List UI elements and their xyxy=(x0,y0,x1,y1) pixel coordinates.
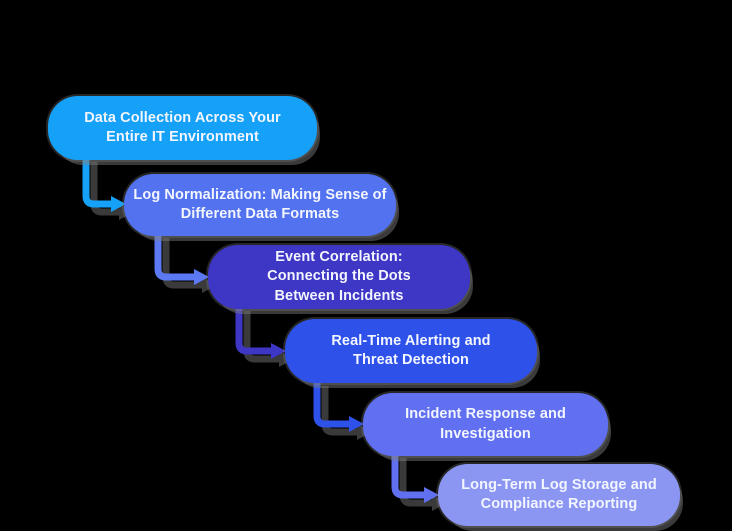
connector-1-elbow-arrow xyxy=(82,154,126,212)
step-label-line: Connecting the Dots xyxy=(267,268,411,285)
connector-3-arrowhead-icon xyxy=(271,343,286,359)
step-box-event-correlation: Event Correlation: Connecting the Dots B… xyxy=(208,245,470,309)
step-label-line: Incident Response and xyxy=(405,406,566,422)
connector-3-elbow-arrow xyxy=(235,303,286,359)
step-box-log-normalization: Log Normalization: Making Sense of Diffe… xyxy=(124,174,396,236)
step-label-line: Threat Detection xyxy=(352,352,469,368)
connector-3-line xyxy=(235,303,272,355)
connector-2-line xyxy=(154,230,195,281)
step-label-line: Log Normalization: Making Sense of xyxy=(133,186,387,203)
step-label-line: Entire IT Environment xyxy=(106,129,259,145)
connector-2-arrowhead-icon xyxy=(194,269,209,285)
step-label-line: Different Data Formats xyxy=(180,206,340,222)
connector-5-arrowhead-icon xyxy=(424,487,439,503)
step-box-real-time-alerting: Real-Time Alerting and Threat Detection xyxy=(285,319,537,383)
step-box-long-term-storage: Long-Term Log Storage and Compliance Rep… xyxy=(438,464,680,526)
connector-1-line xyxy=(82,154,112,208)
step-label-line: Investigation xyxy=(440,425,531,442)
step-label-line: Compliance Reporting xyxy=(480,496,638,512)
step-label-line: Data Collection Across Your xyxy=(84,109,281,126)
connector-4-arrowhead-icon xyxy=(349,416,364,432)
step-box-incident-response: Incident Response and Investigation xyxy=(363,393,608,456)
connector-2-elbow-arrow xyxy=(154,230,209,285)
connector-4-line xyxy=(313,378,350,428)
step-label-line: Long-Term Log Storage and xyxy=(461,476,657,493)
step-label-line: Event Correlation: xyxy=(275,248,403,265)
connector-1-arrowhead-icon xyxy=(111,196,126,212)
connector-5-elbow-arrow xyxy=(391,450,439,503)
step-box-data-collection: Data Collection Across Your Entire IT En… xyxy=(48,96,317,160)
connector-5-line xyxy=(391,450,425,499)
step-label-line: Real-Time Alerting and xyxy=(331,332,491,349)
connector-4-elbow-arrow xyxy=(313,378,364,432)
step-label-line: Between Incidents xyxy=(274,287,404,304)
